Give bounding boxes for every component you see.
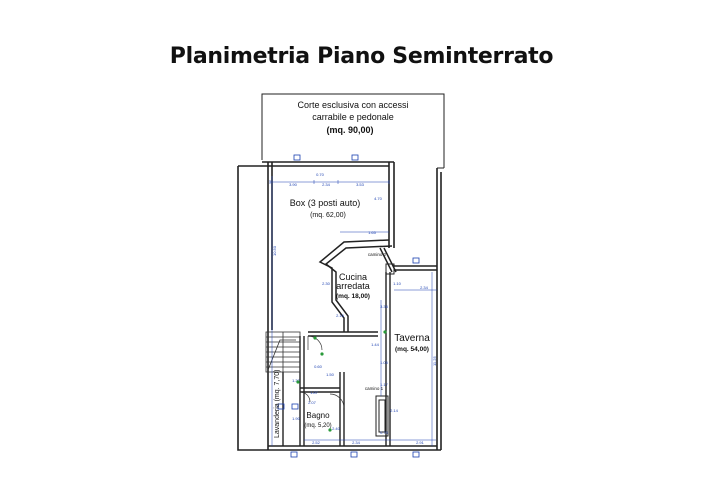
taverna-area: (mq. 54,00) [395, 346, 429, 353]
camino-2-label: camino 2 [368, 252, 387, 257]
bagno-area: (mq. 5,20) [304, 423, 331, 429]
camino-1-label: camino 1 [365, 386, 384, 391]
dim-label: 2.40 [332, 426, 341, 431]
corte-outline [261, 93, 445, 169]
page-title: Planimetria Piano Seminterrato [169, 44, 554, 69]
dim-label: 3.90 [289, 182, 298, 187]
camino-1 [375, 395, 389, 437]
dim-label: 0.70 [380, 430, 389, 435]
dim-label: 2.15 [336, 313, 345, 318]
dim-label: 10.50 [272, 245, 277, 256]
dim-label: 4.70 [374, 196, 383, 201]
exterior-walls [237, 161, 442, 451]
dim-label: 3.53 [356, 182, 365, 187]
doors [299, 335, 345, 409]
dim-label: 2.34 [420, 285, 429, 290]
box-area: (mq. 62,00) [310, 212, 346, 219]
cucina-label-2: arredata [336, 281, 370, 291]
bagno-label: Bagno [306, 411, 330, 420]
box-label: Box (3 posti auto) [290, 198, 361, 208]
lavanderia-label: Lavanderia (mq. 7,70) [274, 370, 281, 438]
dim-label: 2.91 [416, 440, 425, 445]
dimension-lines [269, 176, 437, 446]
dim-label: 2.30 [322, 281, 331, 286]
dim-label: 0.60 [314, 364, 323, 369]
dim-label: 2.34 [322, 182, 331, 187]
window-markers [277, 154, 420, 458]
corte-label-2: carrabile e pedonale [312, 112, 394, 122]
dim-label: 1.87 [310, 390, 319, 395]
dim-label: 2.52 [312, 440, 321, 445]
dim-label: 2.07 [308, 400, 317, 405]
dim-label: 1.10 [393, 281, 402, 286]
dim-label: 3.38 [380, 304, 389, 309]
dim-label: 1.65 [368, 230, 377, 235]
dim-label: 1.30 [292, 378, 301, 383]
dim-label: 1.05 [380, 360, 389, 365]
staircase [265, 331, 301, 373]
light-markers [296, 330, 387, 432]
cucina-label-1: Cucina [339, 272, 367, 282]
corte-label-1: Corte esclusiva con accessi [297, 100, 408, 110]
dim-label: 1.90 [292, 416, 301, 421]
taverna-label: Taverna [394, 333, 430, 344]
dim-label: 2.34 [352, 440, 361, 445]
dim-label: 1.44 [371, 342, 380, 347]
dim-label: 11.25 [432, 356, 437, 366]
cucina-area: (mq. 18,00) [336, 293, 370, 300]
corte-area: (mq. 90,00) [326, 125, 373, 135]
dim-label: 2.14 [390, 408, 399, 413]
dim-label: 1.17 [380, 382, 389, 387]
dim-label: 0.70 [316, 172, 325, 177]
dim-label: 1.50 [326, 372, 335, 377]
camino-2 [385, 263, 395, 275]
